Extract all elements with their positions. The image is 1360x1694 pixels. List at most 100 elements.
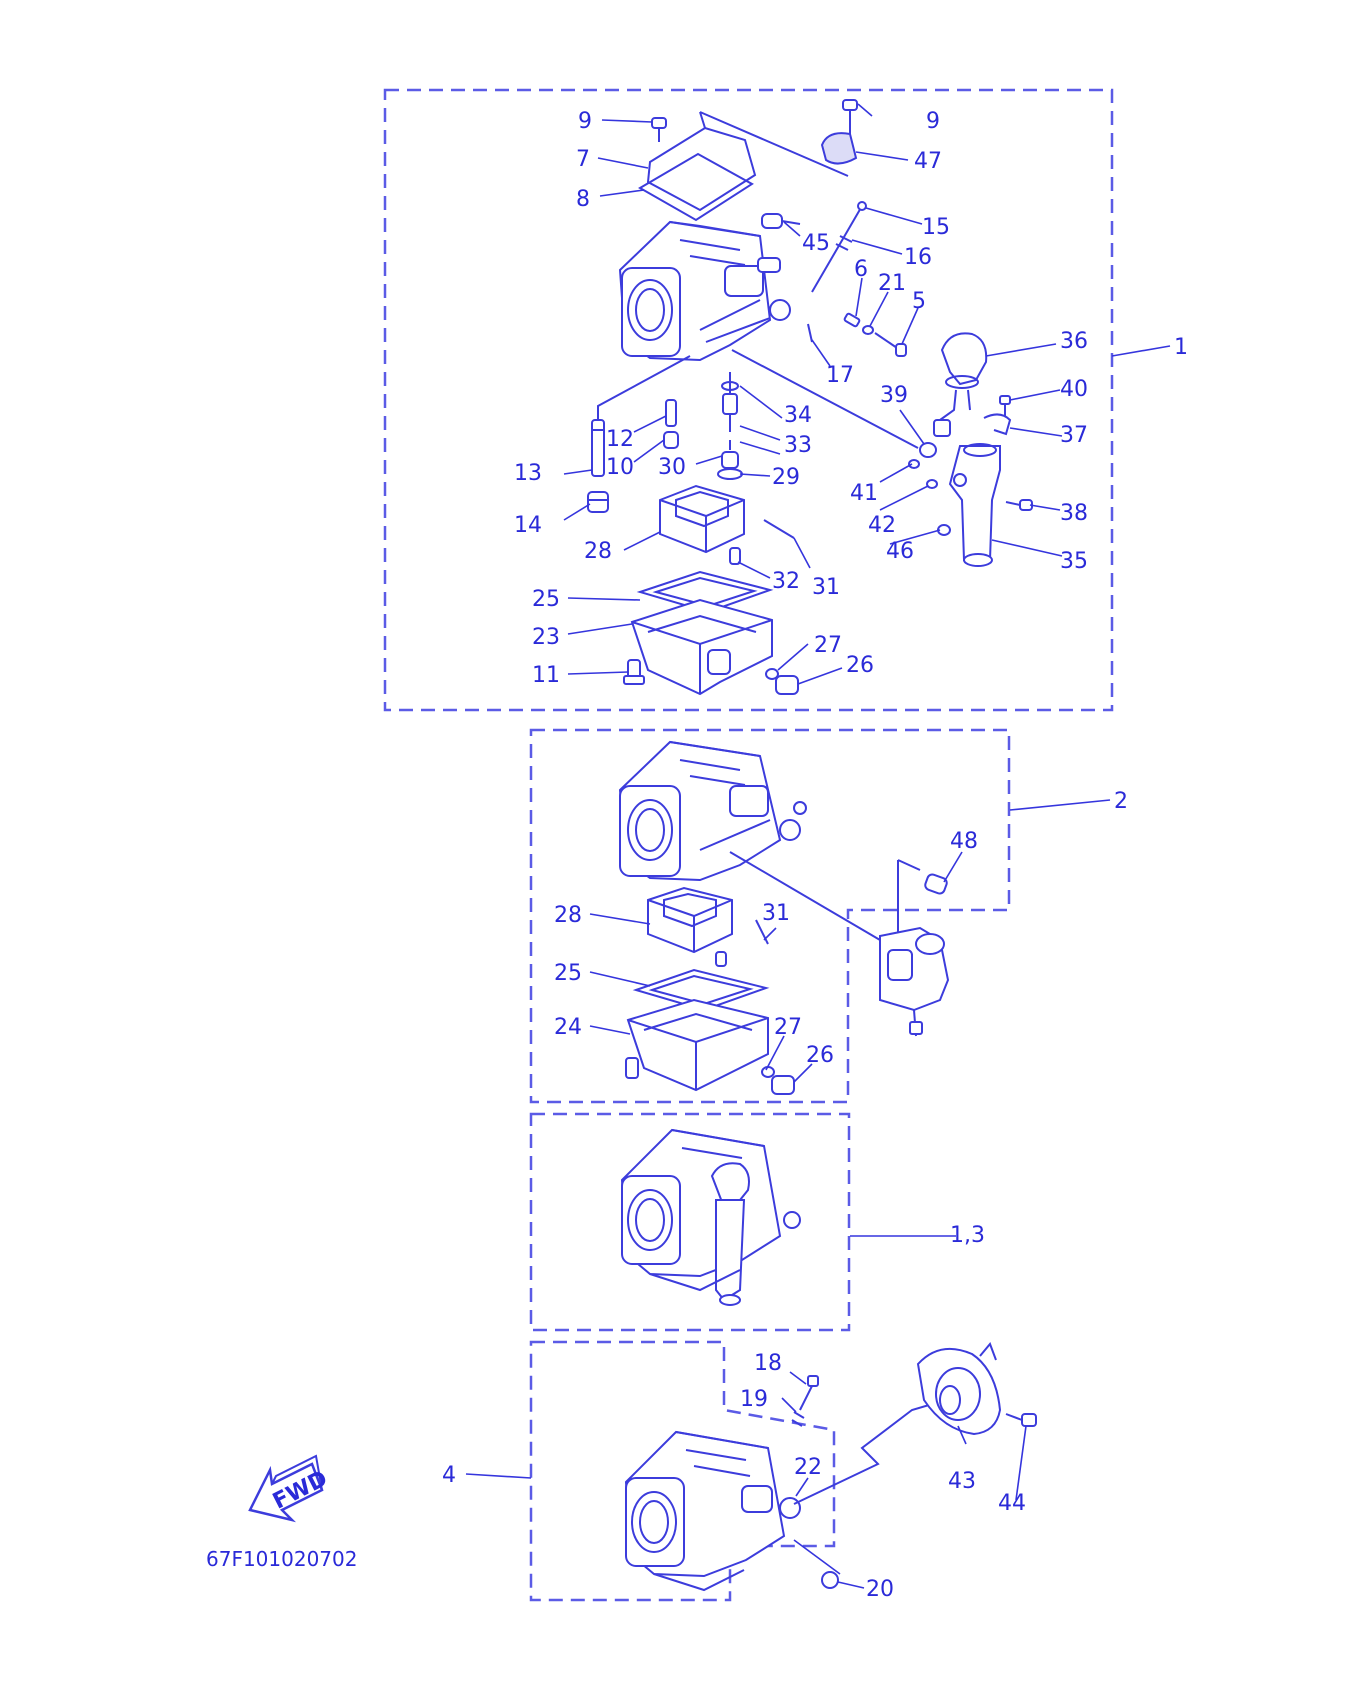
callout-19: 19 [740,1387,768,1412]
callout-25a: 25 [532,587,560,612]
screw-11 [623,659,645,685]
float-28a [659,484,745,554]
frame-group-1-3 [529,1112,851,1332]
group-2-parts [618,740,950,1095]
float-bowl-24 [626,998,769,1092]
screw-48 [924,873,948,895]
callout-27b: 27 [774,1015,802,1040]
callout-26b: 26 [806,1043,834,1068]
callout-42: 42 [868,513,896,538]
o-ring-42 [926,479,938,489]
callout-24: 24 [554,1015,582,1040]
callout-40: 40 [1060,377,1088,402]
float-28b [647,886,733,954]
accelerator-pump-43 [916,1342,1002,1436]
drawing-code: 67F101020702 [206,1547,357,1571]
callout-1: 1 [1174,335,1188,360]
callout-8: 8 [576,187,590,212]
callout-31a: 31 [812,575,840,600]
throttle-sensor-bracket [879,859,950,1037]
callout-18: 18 [754,1351,782,1376]
group-1-parts [587,99,1033,696]
callout-26a: 26 [846,653,874,678]
callout-41: 41 [850,481,878,506]
group-frames [383,88,1114,1602]
drain-screw-26b [771,1075,795,1095]
callout-4: 4 [442,1463,456,1488]
plate-37 [983,413,1012,436]
callout-45: 45 [802,231,830,256]
callout-16: 16 [904,245,932,270]
float-bowl-23 [630,598,773,696]
callout-5: 5 [912,289,926,314]
screw-9b-clip-47 [820,99,858,165]
pilot-screw-6-21-5 [843,312,907,357]
needle-15-16 [811,201,867,293]
o-ring-41 [908,459,920,469]
callout-36: 36 [1060,329,1088,354]
callout-35: 35 [1060,549,1088,574]
callout-46: 46 [886,539,914,564]
choke-plunger-36 [933,332,988,437]
callout-10: 10 [606,455,634,480]
callout-39: 39 [880,383,908,408]
top-cover [646,126,757,212]
screw-bowl-2 [625,1057,639,1079]
pin-31a [763,519,795,539]
callout-32: 32 [772,569,800,594]
callout-7: 7 [576,147,590,172]
carburetor-body-1 [618,220,791,362]
callout-22: 22 [794,1455,822,1480]
pin-31b [755,919,769,945]
o-ring-39 [919,442,937,458]
frame-group-1 [383,88,1114,712]
callout-14: 14 [514,513,542,538]
callout-23: 23 [532,625,560,650]
carburetor-body-2 [618,740,807,882]
callout-28b: 28 [554,903,582,928]
link-rod [793,1399,947,1505]
callout-34: 34 [784,403,812,428]
screw-45 [761,213,801,229]
callout-38: 38 [1060,501,1088,526]
screw-32 [729,547,741,565]
callout-43: 43 [948,1469,976,1494]
callout-6: 6 [854,257,868,282]
callout-48: 48 [950,829,978,854]
callout-37: 37 [1060,423,1088,448]
callout-44: 44 [998,1491,1026,1516]
callout-12: 12 [606,427,634,452]
callout-9a: 9 [578,109,592,134]
callout-13: 13 [514,461,542,486]
jet-10 [663,431,679,449]
o-ring-27a [765,668,779,680]
frame-group-2 [529,728,1011,1104]
callout-30: 30 [658,455,686,480]
frame-group-4 [529,1340,836,1602]
group-4-leader-lines [465,1371,1027,1589]
cap-20 [821,1571,839,1589]
screw-44 [1005,1413,1037,1427]
drain-screw-26a [775,675,799,695]
main-jet-14 [587,491,609,513]
callout-2: 2 [1114,789,1128,814]
callout-21: 21 [878,271,906,296]
group-4-parts [624,1342,1037,1592]
needle-valve-33-34 [717,372,743,480]
screw-32b [715,951,727,967]
pilot-jet-12 [665,399,677,427]
callout-15: 15 [922,215,950,240]
group-1-3-parts [620,1128,801,1306]
callout-11: 11 [532,663,560,688]
group-1-leader-lines [563,103,1171,685]
callout-28a: 28 [584,539,612,564]
callout-47: 47 [914,149,942,174]
callout-labels: 9 9 47 7 8 15 45 16 6 21 5 36 1 17 39 40… [442,109,1188,1602]
screw-18-spring-19 [791,1375,819,1427]
callout-17: 17 [826,363,854,388]
group-2-leader-lines [589,799,1111,1083]
screw-40 [999,395,1011,416]
callout-25b: 25 [554,961,582,986]
callout-31b: 31 [762,901,790,926]
